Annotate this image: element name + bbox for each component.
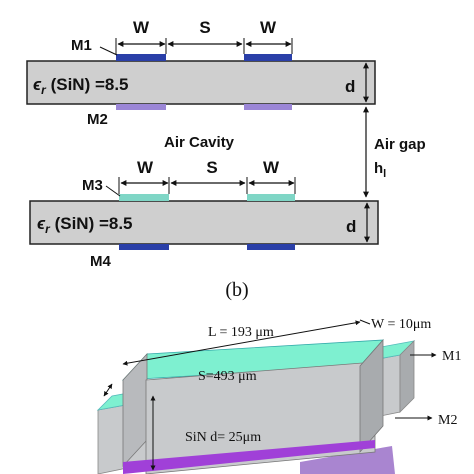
m1-label: M1 [71, 37, 92, 54]
width-label: W = 10μm [371, 317, 431, 332]
spacing-label: S=493 μm [198, 369, 257, 384]
m1-metal-left [116, 54, 166, 61]
m3-metal-right [247, 194, 295, 201]
m1-iso-label: M1 [442, 349, 461, 364]
lower-thickness-label: d [346, 217, 356, 236]
lower-permittivity-label: ϵr (SiN) =8.5 [37, 214, 133, 236]
dim-label-s: S [199, 18, 210, 37]
m4-label: M4 [90, 253, 111, 270]
dim-label-s-lower: S [206, 158, 217, 177]
upper-thickness-label: d [345, 77, 355, 96]
dim-label-w-right: W [260, 18, 277, 37]
m2-iso-label: M2 [438, 413, 457, 428]
length-arrow [122, 320, 361, 366]
dim-label-w-left-lower: W [137, 158, 154, 177]
m3-label: M3 [82, 177, 103, 194]
lower-substrate [29, 200, 379, 245]
back-block-hint [300, 446, 395, 474]
length-label: L = 193 μm [208, 325, 274, 340]
upper-permittivity-label: ϵr (SiN) =8.5 [33, 75, 129, 97]
m4-metal-left [119, 244, 169, 250]
air-gap-symbol: hl [374, 160, 386, 180]
width-tick [359, 319, 371, 325]
m3-pointer [105, 185, 121, 197]
dim-label-w-left: W [133, 18, 150, 37]
m3-metal-left [119, 194, 169, 201]
m2-metal-right [244, 104, 292, 110]
air-gap-label: Air gap [374, 136, 426, 153]
thickness-label: SiN d= 25μm [185, 430, 261, 445]
rear-bar-end-face [399, 340, 415, 413]
air-cavity-label: Air Cavity [164, 134, 235, 151]
m1-metal-right [244, 54, 292, 61]
m2-label: M2 [87, 111, 108, 128]
m1-pointer [99, 46, 118, 56]
front-bar-end-face [359, 338, 384, 454]
panel-label-b: (b) [225, 279, 248, 301]
m4-metal-right [247, 244, 295, 250]
spacing-arrow [103, 383, 113, 397]
upper-substrate [26, 60, 376, 105]
bottom-metal-strip [123, 440, 375, 474]
dim-label-w-right-lower: W [263, 158, 280, 177]
m2-metal-left [116, 104, 166, 110]
